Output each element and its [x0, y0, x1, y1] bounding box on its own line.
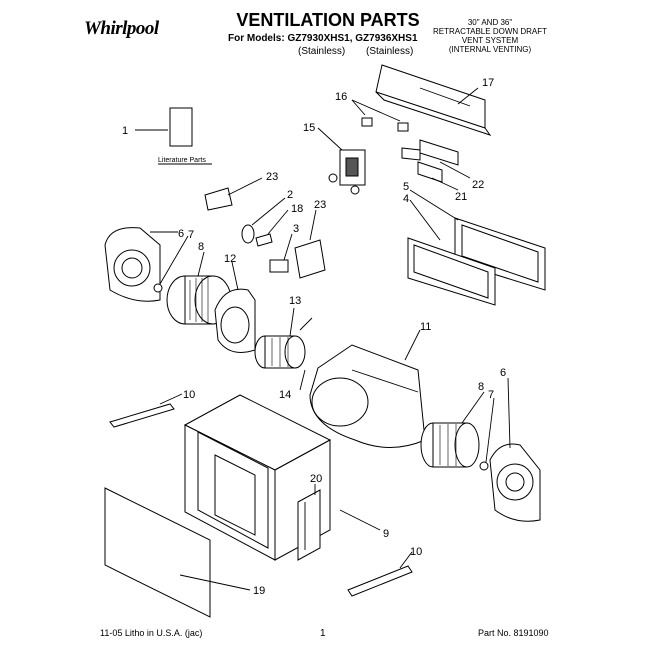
callout-22: 22: [472, 179, 484, 191]
callout-8b: 8: [478, 381, 484, 393]
callout-11: 11: [420, 321, 431, 333]
variant-label: (Stainless): [366, 46, 414, 57]
clips: 16: [335, 91, 409, 132]
page-title: VENTILATION PARTS: [236, 10, 420, 30]
callout-14: 14: [279, 389, 291, 401]
scroll-housing: 11: [309, 321, 431, 448]
system-line: (INTERNAL VENTING): [448, 45, 532, 54]
callout-2: 2: [287, 189, 293, 201]
callout-23: 23: [266, 171, 278, 183]
system-description: 30" AND 36" RETRACTABLE DOWN DRAFT VENT …: [425, 18, 555, 54]
callout-13: 13: [289, 295, 301, 307]
callout-9: 9: [383, 528, 389, 540]
callout-3: 3: [293, 223, 299, 235]
filters: 5 4: [403, 181, 546, 306]
capacitor-and-switches: 2 18 3 23: [241, 189, 326, 279]
right-rail: 10: [347, 546, 422, 597]
actuator-motor: 15: [303, 122, 366, 195]
blower-motor: 13 14: [254, 295, 313, 401]
left-rail: 10: [109, 389, 195, 428]
callout-12: 12: [224, 253, 236, 265]
top-bracket: 17: [375, 64, 494, 136]
cabinet-box: 9: [183, 394, 389, 561]
callout-5: 5: [403, 181, 409, 193]
callout-21: 21: [455, 191, 467, 203]
callout-20: 20: [310, 473, 322, 485]
switch-top: 23: [204, 171, 278, 211]
callout-7b: 7: [488, 389, 494, 401]
callout-18: 18: [291, 203, 303, 215]
whirlpool-logo: Whirlpool: [84, 18, 159, 39]
right-blower: 8 7 6: [420, 367, 541, 522]
literature-parts: 1 Literature Parts: [122, 107, 212, 165]
literature-label: Literature Parts: [158, 157, 206, 164]
page-number: 1: [320, 628, 326, 639]
footer-print-info: 11-05 Litho in U.S.A. (jac): [100, 628, 203, 638]
mount-brackets: 22 21: [401, 139, 484, 203]
callout-6b: 6: [500, 367, 506, 379]
models-line: For Models: GZ7930XHS1, GZ7936XHS1: [228, 33, 418, 44]
system-line: 30" AND 36": [467, 18, 513, 27]
callout-17: 17: [482, 77, 494, 89]
callout-23b: 23: [314, 199, 326, 211]
back-panel: 19: [104, 487, 265, 618]
callout-16: 16: [335, 91, 347, 103]
callout-6: 6: [178, 228, 184, 240]
system-line: VENT SYSTEM: [461, 36, 519, 45]
callout-7: 7: [188, 229, 194, 241]
callout-15: 15: [303, 122, 315, 134]
variant-label: (Stainless): [298, 46, 346, 57]
side-bracket: 20: [297, 473, 322, 561]
callout-10: 10: [183, 389, 195, 401]
system-line: RETRACTABLE DOWN DRAFT: [432, 27, 548, 36]
callout-19: 19: [253, 585, 265, 597]
left-blower: 6 7 8 12: [104, 227, 256, 353]
callout-4: 4: [403, 193, 409, 205]
callout-8: 8: [198, 241, 204, 253]
callout-10b: 10: [410, 546, 422, 558]
model-variants: (Stainless) (Stainless): [298, 46, 431, 57]
callout-1: 1: [122, 125, 128, 137]
part-number: Part No. 8191090: [478, 628, 549, 638]
